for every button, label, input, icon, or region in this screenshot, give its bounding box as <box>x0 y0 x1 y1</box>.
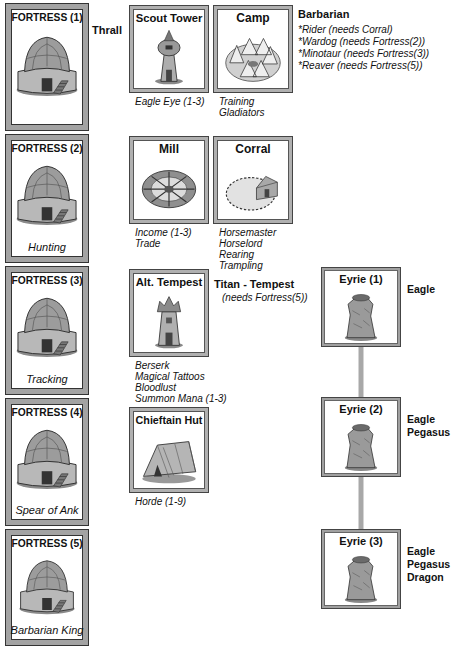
eyrie-box: Eyrie (3)EaglePegasusDragon <box>322 530 400 608</box>
eyrie-icon <box>345 294 377 340</box>
upgrade-name: Gladiators <box>219 107 265 118</box>
building-box: CorralHorsemasterHorselordRearingTrampli… <box>214 137 292 223</box>
fortress-box: FORTRESS (1) <box>6 4 88 130</box>
node-title: FORTRESS (4) <box>11 407 82 419</box>
fortress-ability: Barbarian King <box>11 624 84 637</box>
eyrie-box: Eyrie (2)EaglePegasus <box>322 398 400 476</box>
upgrade-name: Horsemaster <box>219 227 276 238</box>
fortress-icon <box>17 430 78 489</box>
fortress-ability: Hunting <box>28 241 66 254</box>
node-title: FORTRESS (3) <box>11 275 82 287</box>
fortress-ability: Tracking <box>26 373 67 386</box>
unit-note: *Rider (needs Corral) <box>298 24 392 36</box>
unit-name: Dragon <box>407 572 444 584</box>
fortress-box: FORTRESS (3) Tracking <box>6 267 88 394</box>
unit-name: Pegasus <box>407 427 450 439</box>
unit-note: *Wardog (needs Fortress(2)) <box>298 36 425 48</box>
upgrade-name: Berserk <box>135 360 169 371</box>
unit-name: Eagle <box>407 284 435 296</box>
eyrie-icon <box>345 556 377 602</box>
mill-icon <box>142 171 195 208</box>
unit-note: Thrall <box>92 24 122 37</box>
tempest-icon <box>155 297 183 349</box>
upgrade-connector <box>359 347 364 397</box>
upgrade-name: Bloodlust <box>135 382 176 393</box>
fortress-ability: Spear of Ank <box>15 504 78 517</box>
node-title: Chieftain Hut <box>136 414 203 426</box>
node-title: Eyrie (2) <box>339 403 382 416</box>
unit-note: *Minotaur (needs Fortress(3)) <box>298 48 429 60</box>
hut-icon <box>142 442 195 484</box>
node-title: Mill <box>159 143 179 157</box>
fortress-box: FORTRESS (2) Hunting <box>6 135 88 262</box>
fortress-box: FORTRESS (4) Spear of Ank <box>6 399 88 525</box>
upgrade-name: Income (1-3) <box>135 227 192 238</box>
upgrade-name: Summon Mana (1-3) <box>135 393 227 404</box>
fortress-icon <box>17 166 78 225</box>
building-box: CampTrainingGladiators <box>214 6 292 92</box>
upgrade-name: Horde (1-9) <box>135 496 186 507</box>
upgrade-name: Eagle Eye (1-3) <box>135 96 204 107</box>
node-title: Corral <box>235 143 270 157</box>
unit-note: (needs Fortress(5)) <box>222 292 308 304</box>
fortress-box: FORTRESS (5) Barbarian King <box>6 530 88 645</box>
upgrade-name: Training <box>219 96 254 107</box>
node-title: FORTRESS (2) <box>11 143 82 155</box>
upgrade-name: Trampling <box>219 260 263 271</box>
eyrie-icon <box>345 424 377 470</box>
node-title: Alt. Tempest <box>136 276 203 289</box>
upgrade-name: Trade <box>135 238 160 249</box>
node-title: Eyrie (3) <box>339 535 382 548</box>
building-box: MillIncome (1-3)Trade <box>130 137 208 223</box>
fortress-icon <box>17 298 78 357</box>
unit-name: Eagle <box>407 546 435 558</box>
node-title: FORTRESS (5) <box>11 538 82 550</box>
corral-icon <box>226 176 277 210</box>
scout-tower-icon <box>155 30 183 84</box>
node-title: FORTRESS (1) <box>11 12 82 24</box>
building-box: Chieftain HutHorde (1-9) <box>130 408 208 492</box>
unit-note: Titan - Tempest <box>214 278 294 291</box>
upgrade-name: Horselord <box>219 238 262 249</box>
camp-icon <box>226 38 281 81</box>
fortress-icon <box>17 37 78 96</box>
eyrie-box: Eyrie (1)Eagle <box>322 268 400 346</box>
node-title: Eyrie (1) <box>339 273 382 286</box>
upgrade-name: Magical Tattoos <box>135 371 205 382</box>
building-box: Alt. TempestBerserkMagical TattoosBloodl… <box>130 270 208 356</box>
unit-name: Eagle <box>407 414 435 426</box>
node-title: Camp <box>236 12 269 26</box>
node-title: Scout Tower <box>136 12 203 25</box>
upgrade-name: Rearing <box>219 249 254 260</box>
upgrade-connector <box>359 477 364 529</box>
unit-name: Pegasus <box>407 559 450 571</box>
unit-note: Barbarian <box>298 8 349 21</box>
unit-note: *Reaver (needs Fortress(5)) <box>298 60 422 72</box>
fortress-icon <box>19 561 74 614</box>
building-box: Scout TowerEagle Eye (1-3) <box>130 6 208 92</box>
